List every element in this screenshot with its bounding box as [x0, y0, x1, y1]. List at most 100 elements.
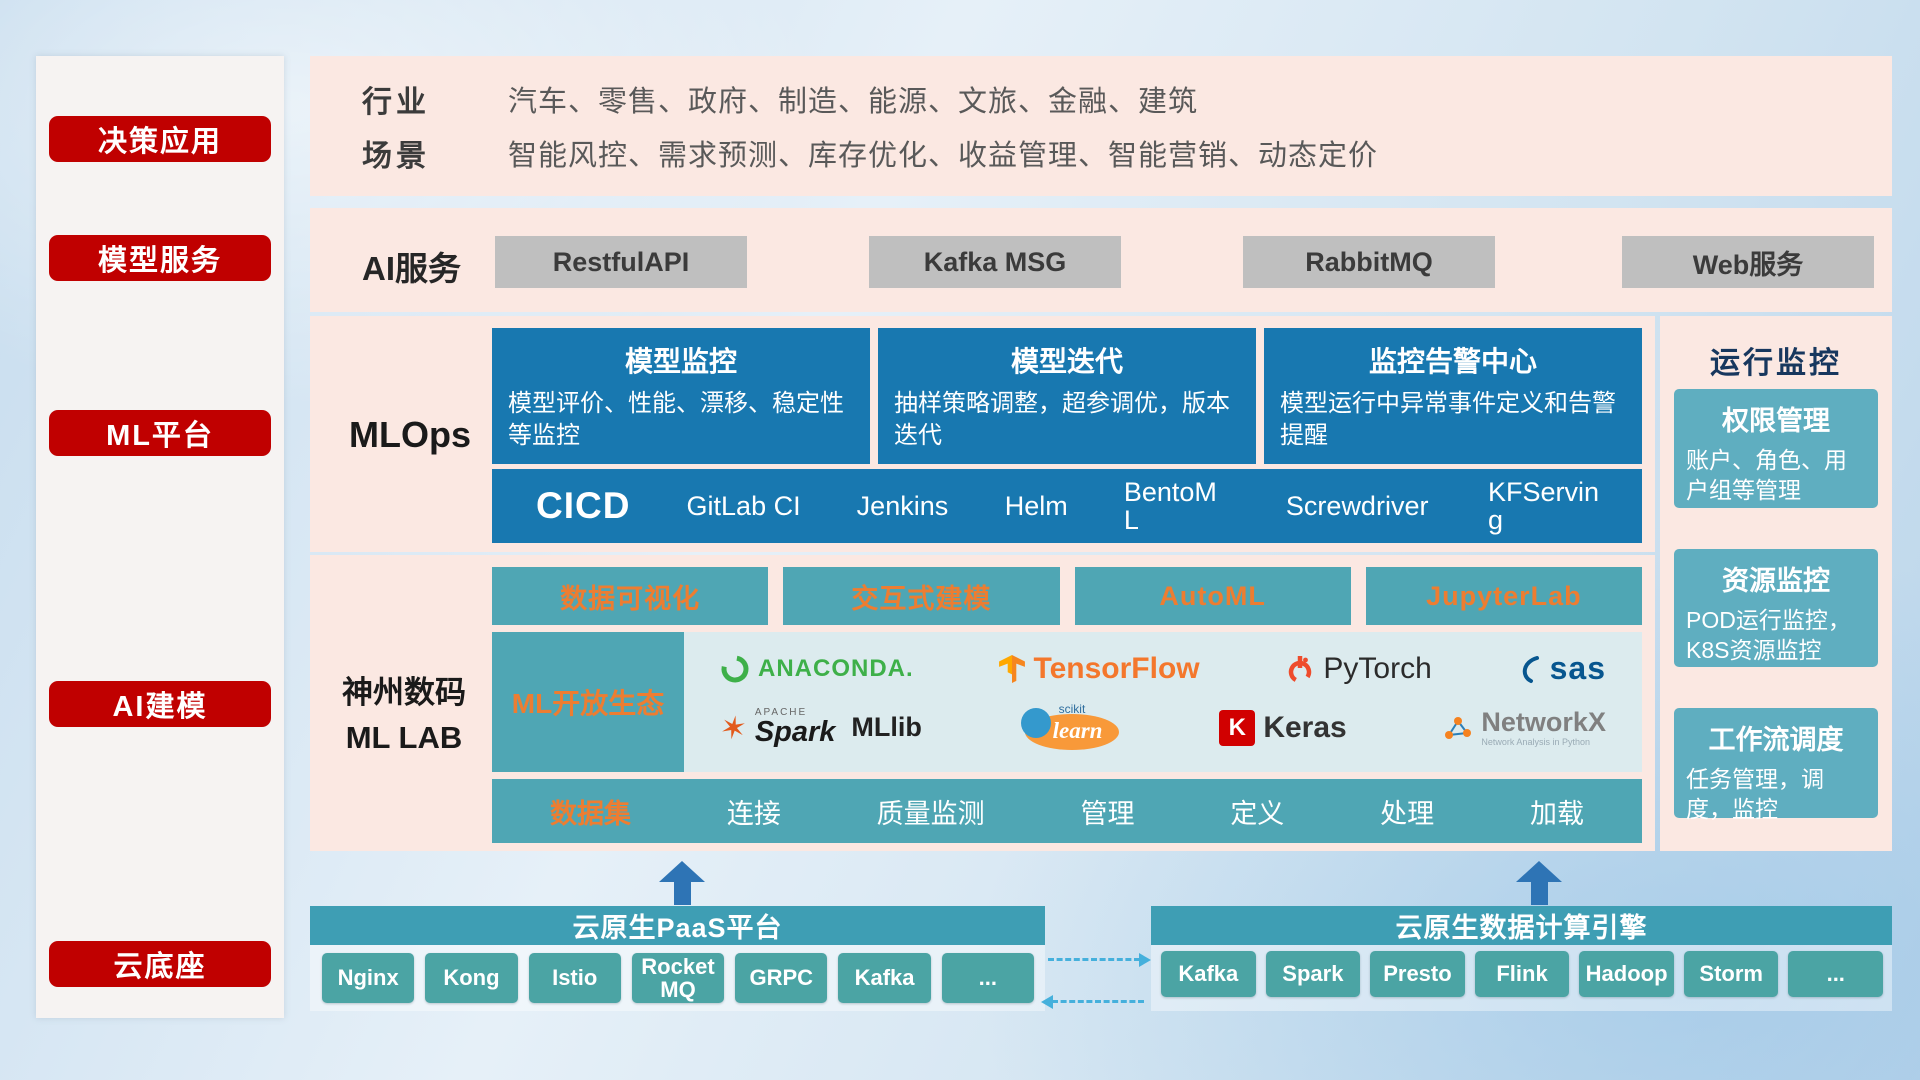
- card-desc: 账户、角色、用户组等管理: [1686, 447, 1847, 503]
- scikit-text: scikit: [1058, 701, 1086, 716]
- chip-data-visualization: 数据可视化: [492, 567, 769, 625]
- layer-ai-modeling: AI建模: [49, 681, 271, 727]
- dataset-item-process: 处理: [1380, 798, 1435, 829]
- sas-wordmark: sas: [1549, 650, 1606, 687]
- card-desc: POD运行监控，K8S资源监控: [1686, 607, 1851, 663]
- keras-wordmark: Keras: [1263, 710, 1347, 744]
- sas-swirl-icon: [1522, 655, 1539, 683]
- chip-web-service: Web服务: [1622, 236, 1874, 288]
- tensorflow-wordmark: TensorFlow: [1033, 651, 1200, 685]
- cicd-item-helm: Helm: [1004, 490, 1068, 521]
- chip-grpc: GRPC: [735, 953, 828, 1003]
- chip-kong: Kong: [425, 953, 518, 1003]
- mlops-panel: MLOps 模型监控 模型评价、性能、漂移、稳定性等监控 模型迭代 抽样策略调整…: [310, 316, 1655, 552]
- cicd-label: CICD: [536, 485, 631, 526]
- networkx-logo: NetworkX Network Analysis in Python: [1443, 706, 1606, 748]
- pytorch-logo: PyTorch: [1285, 651, 1432, 686]
- keras-logo: K Keras: [1219, 709, 1347, 746]
- mllab-panel: 神州数码 ML LAB 数据可视化 交互式建模 AutoML JupyterLa…: [310, 555, 1655, 851]
- card-desc: 模型运行中异常事件定义和告警提醒: [1280, 390, 1616, 450]
- up-arrow-left: [659, 861, 705, 905]
- mlops-label: MLOps: [349, 414, 471, 455]
- card-resource-monitoring: 资源监控 POD运行监控，K8S资源监控: [1674, 549, 1878, 667]
- spark-text: Spark: [754, 716, 836, 749]
- scikit-learn-icon: [1020, 707, 1119, 750]
- chip-interactive-modeling: 交互式建模: [783, 567, 1060, 625]
- logo-row-2: ✶ APACHE Spark MLlib scikit learn K: [694, 702, 1632, 754]
- keras-letter: K: [1228, 713, 1246, 741]
- ml-ecosystem-block: ML开放生态 ANACONDA. TensorFlow PyTorch: [492, 632, 1642, 772]
- keras-icon: K: [1219, 709, 1256, 746]
- pytorch-icon: [1289, 655, 1312, 684]
- card-desc: 抽样策略调整，超参调优，版本迭代: [894, 390, 1230, 450]
- scene-label: 场景: [362, 140, 430, 174]
- chip-more: ...: [1788, 951, 1884, 997]
- card-title: 权限管理: [1722, 406, 1830, 436]
- networkx-icon: [1445, 716, 1472, 739]
- networkx-text: NetworkX: [1481, 706, 1606, 737]
- card-title: 监控告警中心: [1368, 346, 1537, 377]
- layer-model-service: 模型服务: [49, 235, 271, 281]
- industry-label: 行业: [362, 85, 430, 119]
- mllib-text: MLlib: [851, 712, 922, 743]
- mlops-cards: 模型监控 模型评价、性能、漂移、稳定性等监控 模型迭代 抽样策略调整，超参调优，…: [492, 328, 1642, 464]
- dataset-item-load: 加载: [1529, 798, 1584, 829]
- networkx-wordmark: NetworkX Network Analysis in Python: [1481, 706, 1606, 748]
- tensorflow-logo: TensorFlow: [999, 651, 1200, 686]
- mllab-tools-row: 数据可视化 交互式建模 AutoML JupyterLab: [492, 567, 1642, 625]
- chip-kafka: Kafka: [838, 953, 931, 1003]
- paas-bar-title: 云原生PaaS平台: [310, 906, 1045, 945]
- card-title: 工作流调度: [1708, 725, 1844, 755]
- layer-cloud-base: 云底座: [49, 941, 271, 987]
- cicd-item-jenkins: Jenkins: [856, 490, 949, 521]
- scikit-learn-logo: scikit learn: [1019, 702, 1123, 754]
- spark-apache-text: APACHE: [754, 707, 808, 719]
- anaconda-logo: ANACONDA.: [720, 654, 914, 684]
- dataset-label: 数据集: [550, 798, 631, 829]
- chip-spark: Spark: [1265, 951, 1361, 997]
- card-desc: 模型评价、性能、漂移、稳定性等监控: [508, 390, 844, 450]
- dataset-item-define: 定义: [1230, 798, 1285, 829]
- networkx-tagline: Network Analysis in Python: [1481, 736, 1590, 747]
- sas-logo: sas: [1518, 650, 1606, 687]
- anaconda-wordmark: ANACONDA.: [758, 654, 914, 682]
- card-title: 模型监控: [624, 346, 737, 377]
- pytorch-wordmark: PyTorch: [1323, 651, 1432, 685]
- engine-bar-title: 云原生数据计算引擎: [1151, 906, 1892, 945]
- learn-text: learn: [1052, 717, 1103, 743]
- chip-more: ...: [941, 953, 1034, 1003]
- dataset-item-connect: 连接: [726, 798, 781, 829]
- chip-jupyterlab: JupyterLab: [1365, 567, 1642, 625]
- card-title: 模型迭代: [1010, 346, 1123, 377]
- mllab-label-line2: ML LAB: [345, 719, 463, 755]
- monitoring-title: 运行监控: [1710, 347, 1842, 380]
- tensorflow-icon: [999, 654, 1026, 683]
- chip-kafka: Kafka: [1161, 951, 1256, 997]
- chip-automl: AutoML: [1074, 567, 1351, 625]
- chip-hadoop: Hadoop: [1579, 951, 1674, 997]
- chip-kafka-msg: Kafka MSG: [869, 236, 1121, 288]
- chip-restfulapi: RestfulAPI: [495, 236, 747, 288]
- dataset-bar: 数据集 连接 质量监测 管理 定义 处理 加载: [492, 779, 1642, 843]
- card-title: 资源监控: [1722, 566, 1830, 596]
- card-alert-center: 监控告警中心 模型运行中异常事件定义和告警提醒: [1264, 328, 1642, 464]
- chip-flink: Flink: [1474, 951, 1570, 997]
- chip-nginx: Nginx: [322, 953, 415, 1003]
- runtime-monitoring-panel: 运行监控 权限管理 账户、角色、用户组等管理 资源监控 POD运行监控，K8S资…: [1660, 316, 1892, 851]
- dashed-arrow-right: [1048, 953, 1151, 967]
- ai-service-panel: AI服务 RestfulAPI Kafka MSG RabbitMQ Web服务: [310, 208, 1892, 312]
- ecosystem-label: ML开放生态: [511, 688, 665, 719]
- ai-service-label: AI服务: [362, 250, 461, 287]
- layer-decision-apps: 决策应用: [49, 116, 271, 162]
- engine-chips: Kafka Spark Presto Flink Hadoop Storm ..…: [1161, 951, 1884, 997]
- card-permission-management: 权限管理 账户、角色、用户组等管理: [1674, 389, 1878, 508]
- card-model-monitoring: 模型监控 模型评价、性能、漂移、稳定性等监控: [492, 328, 870, 464]
- chip-rabbitmq: RabbitMQ: [1243, 236, 1495, 288]
- cicd-item-gitlab-ci: GitLab CI: [686, 490, 801, 521]
- dataset-item-manage: 管理: [1080, 798, 1135, 829]
- spark-wordmark: APACHE Spark: [755, 708, 836, 747]
- up-arrow-right: [1516, 861, 1562, 905]
- card-model-iteration: 模型迭代 抽样策略调整，超参调优，版本迭代: [878, 328, 1256, 464]
- mllab-label-line1: 神州数码: [342, 675, 466, 710]
